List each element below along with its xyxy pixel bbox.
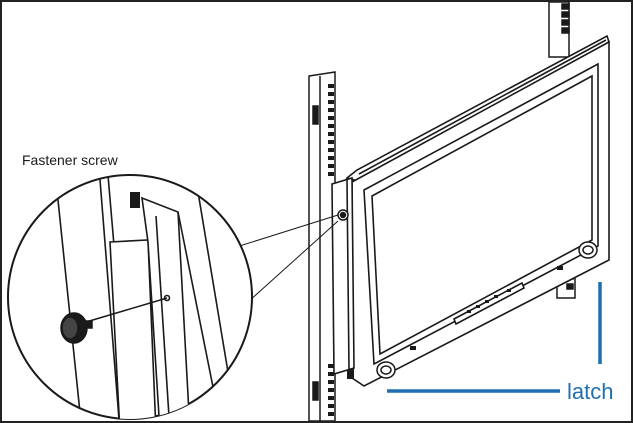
control-buttons — [467, 289, 511, 313]
magnified-detail — [7, 174, 253, 420]
monitor — [345, 34, 610, 387]
mounting-bracket — [331, 176, 355, 376]
control-strip — [452, 281, 526, 326]
monitor-screen — [371, 74, 593, 356]
callout-lines — [229, 214, 339, 303]
thumbscrew-detail — [60, 297, 168, 344]
latch-knob-right — [578, 241, 598, 259]
rail-holes — [328, 84, 334, 416]
latch-knob-left — [376, 361, 396, 379]
latch-callout — [387, 282, 602, 393]
fastener-screw — [337, 209, 349, 221]
front-rack-rail — [308, 71, 336, 421]
latch-label: latch — [567, 379, 613, 404]
fastener-screw-label: Fastener screw — [22, 152, 119, 168]
